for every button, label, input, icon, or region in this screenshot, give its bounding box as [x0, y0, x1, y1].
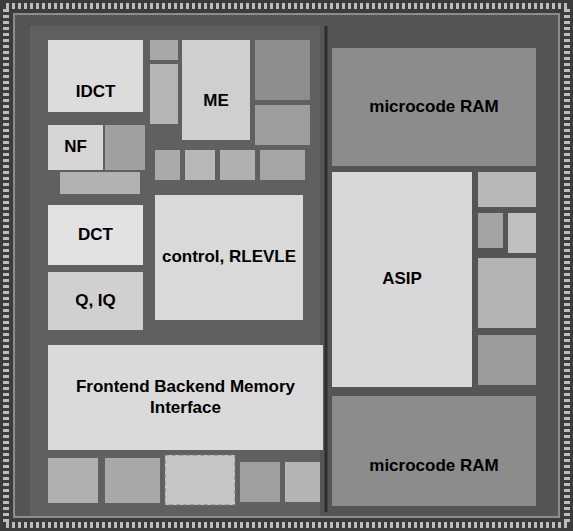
- ram-block: microcode RAM: [332, 396, 536, 506]
- idct-block: IDCT: [48, 40, 143, 112]
- quant-block: Q, IQ: [48, 272, 143, 330]
- control-block: control, RLEVLE: [155, 195, 303, 320]
- block-label: control, RLEVLE: [162, 247, 296, 267]
- asip-block: ASIP: [332, 172, 472, 387]
- nf-block: NF: [48, 125, 103, 170]
- dct-block: DCT: [48, 205, 143, 265]
- block-label: ME: [203, 91, 229, 111]
- ram-block: microcode RAM: [332, 48, 536, 166]
- block-label: microcode RAM: [369, 97, 498, 117]
- frontend-block: Frontend Backend Memory Interface: [48, 345, 323, 450]
- block-label: NF: [64, 137, 87, 157]
- block-label: ASIP: [382, 269, 422, 289]
- block-label: IDCT: [76, 82, 116, 102]
- block-label: microcode RAM: [369, 456, 498, 476]
- me-block: ME: [182, 40, 250, 140]
- block-label: Frontend Backend Memory Interface: [52, 377, 319, 418]
- block-label: Q, IQ: [75, 291, 116, 311]
- block-label: DCT: [78, 225, 113, 245]
